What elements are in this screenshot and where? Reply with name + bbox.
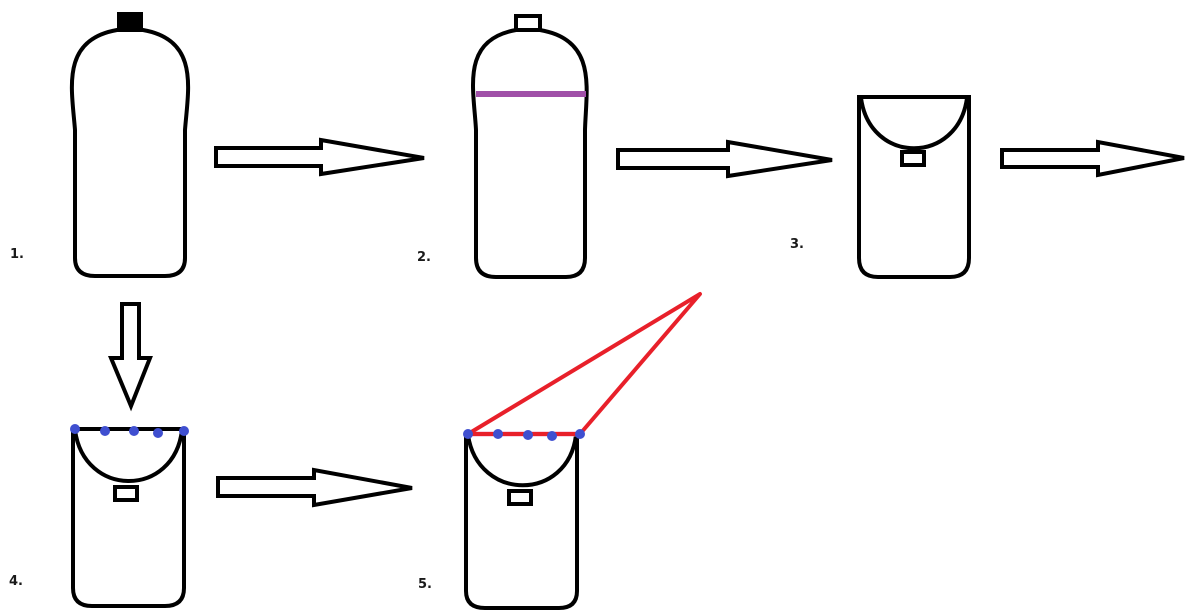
step-1-bottle [69,12,191,278]
rim-hole [100,426,110,436]
rim-hole [575,429,585,439]
step-5-bag-strap [463,292,702,610]
bottle-cap [117,12,143,30]
rim-hole [129,426,139,436]
step-label-4: 4. [9,574,23,589]
arrow-down [108,302,153,412]
step-label-1: 1. [10,247,24,262]
strap [466,292,702,436]
step-3-bag [857,95,971,279]
rim-hole [523,430,533,440]
bottle-outline [471,28,589,279]
arrow-right-4 [216,467,413,508]
rim-hole [463,429,473,439]
bag-flap [859,97,969,151]
step-label-2: 2. [417,250,431,265]
step-2-bottle-cut [471,14,589,279]
rim-hole [179,426,189,436]
arrow-right-1 [214,137,425,177]
rim-hole [493,429,503,439]
bag-tab [507,489,533,506]
bag-body [857,95,971,279]
bag-tab [900,150,926,167]
step-label-3: 3. [790,237,804,252]
step-label-5: 5. [418,577,432,592]
bottle-outline [69,28,191,278]
bag-body [464,432,579,610]
bottle-cap [514,14,542,32]
arrow-right-2 [616,139,833,179]
rim-hole [70,424,80,434]
bag-tab [113,485,139,502]
rim-hole [153,428,163,438]
bag-flap [73,429,184,483]
bag-flap [466,434,578,488]
step-4-bag-holes [70,424,189,608]
bag-body [71,427,186,608]
arrow-right-3 [1000,139,1185,178]
rim-hole [547,431,557,441]
